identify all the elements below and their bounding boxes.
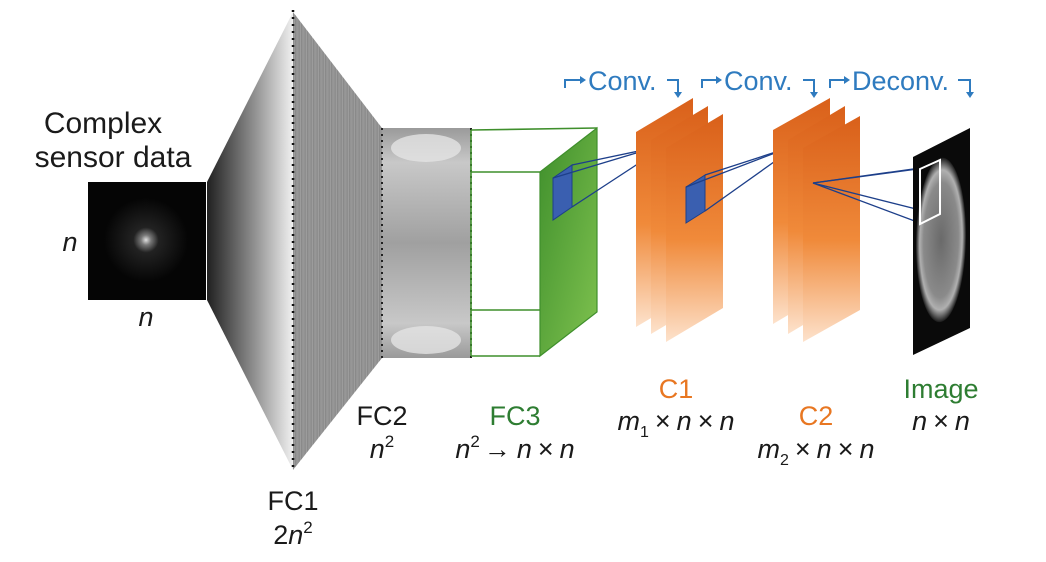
fc1-size-exp: 2 xyxy=(303,518,312,537)
fc3-from-var: n xyxy=(455,434,470,464)
c1-stack xyxy=(636,98,723,342)
fc3-from-exp: 2 xyxy=(470,432,479,451)
fc3-to-b: n xyxy=(560,434,575,464)
c1-m: m xyxy=(617,406,640,436)
fc2-pattern-bottom xyxy=(391,326,461,354)
c1-a: n xyxy=(677,406,692,436)
fc1-size-var: n xyxy=(288,520,303,550)
c2-size: m2×n×n xyxy=(757,434,874,469)
c2-b: n xyxy=(859,434,874,464)
c1-times2: × xyxy=(698,406,714,436)
fc3-arrow: → xyxy=(484,434,511,464)
fc2-band xyxy=(382,128,471,358)
output-a: n xyxy=(912,406,927,436)
c2-m: m xyxy=(757,434,780,464)
input-dim-horizontal: n xyxy=(138,302,153,332)
fc1-size: 2n2 xyxy=(273,518,313,550)
fc1-size-coef: 2 xyxy=(273,520,288,550)
output-times: × xyxy=(933,406,949,436)
c1-m-sub: 1 xyxy=(640,424,649,441)
input-dim-vertical: n xyxy=(62,227,77,257)
kspace-center xyxy=(104,198,188,282)
output-brain xyxy=(916,157,966,323)
op-conv-1-label: Conv. xyxy=(588,66,657,96)
c2-a: n xyxy=(817,434,832,464)
input-title-line1: Complex xyxy=(44,107,162,140)
fc3-name: FC3 xyxy=(489,401,540,431)
fc3-times: × xyxy=(538,434,554,464)
op-conv-1: Conv. xyxy=(564,66,682,98)
input-title-line2: sensor data xyxy=(35,141,192,174)
op-conv-2-label: Conv. xyxy=(724,66,793,96)
fc2-pattern-top xyxy=(391,134,461,162)
output-b: n xyxy=(955,406,970,436)
output-patch xyxy=(919,158,941,226)
op-deconv-label: Deconv. xyxy=(852,66,949,96)
fc1-to-fc2-connections xyxy=(293,12,382,470)
op-conv-2: Conv. xyxy=(701,66,818,98)
fc2-size: n2 xyxy=(370,432,395,464)
c2-stack xyxy=(773,98,860,342)
c1-size: m1×n×n xyxy=(617,406,734,441)
op-deconv: Deconv. xyxy=(829,66,974,98)
fc1-name: FC1 xyxy=(267,486,318,516)
c1-times1: × xyxy=(655,406,671,436)
fc3-size: n2→n×n xyxy=(455,432,574,464)
output-size: n×n xyxy=(912,406,970,436)
fc2-size-exp: 2 xyxy=(385,432,394,451)
c2-times2: × xyxy=(838,434,854,464)
fc3-reshape-outline xyxy=(470,127,598,357)
c1-b: n xyxy=(719,406,734,436)
fc2-size-var: n xyxy=(370,434,385,464)
c1-name: C1 xyxy=(659,374,694,404)
input-fan xyxy=(207,12,293,470)
c2-m-sub: 2 xyxy=(780,452,789,469)
fc3-to-a: n xyxy=(517,434,532,464)
output-name: Image xyxy=(903,374,978,404)
fc2-name: FC2 xyxy=(356,401,407,431)
c2-times1: × xyxy=(795,434,811,464)
c2-name: C2 xyxy=(799,401,834,431)
